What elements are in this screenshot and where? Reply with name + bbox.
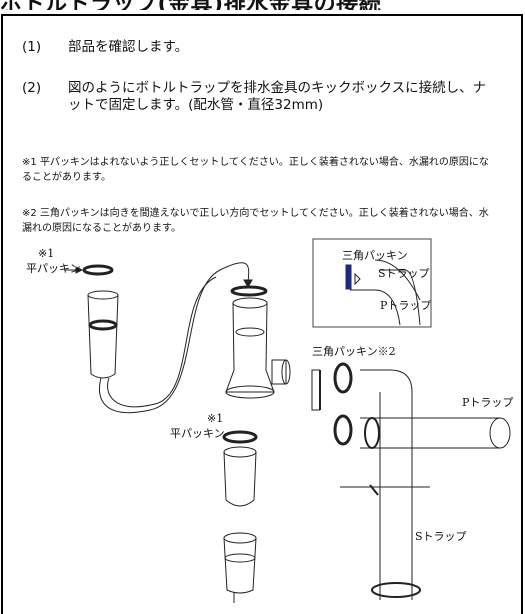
step-text: 部品を確認します。 [68, 39, 189, 55]
triangle-packing-inset-label: 三角パッキン [342, 249, 408, 262]
bottle-trap [222, 285, 291, 603]
s-trap-label: Sトラップ [415, 530, 467, 543]
trap-assembly [311, 362, 511, 600]
step-number: (2) [22, 80, 42, 96]
flat-packing-label-1: 平パッキン [26, 262, 81, 275]
flat-packing-label-2: 平パッキン [170, 427, 225, 440]
step-text: 図のようにボトルトラップを排水金具のキックボックスに接続し、ナットで固定します。… [68, 80, 487, 113]
step-1: (1) 部品を確認します。 [22, 39, 188, 56]
step-2: (2) 図のようにボトルトラップを排水金具のキックボックスに接続し、ナットで固定… [22, 80, 492, 114]
p-trap-label: Pトラップ [462, 396, 514, 409]
flat-packing-mark-1: ※1 [38, 247, 55, 260]
left-tailpiece [87, 262, 253, 414]
page-title: ボトルトラップ(金具)排水金具の接続 [0, 0, 525, 10]
note-triangle-packing: ※2 三角パッキンは向きを間違えないで正しい方向でセットしてください。正しく装着… [22, 208, 489, 234]
s-trap-inset-label: Sトラップ [378, 267, 430, 280]
triangle-packing-label: 三角パッキン※2 [312, 345, 396, 358]
note-flat-packing: ※1 平パッキンはよれないよう正しくセットしてください。正しく装着されない場合、… [22, 157, 489, 183]
flat-packing-mark-2: ※1 [207, 412, 224, 425]
content-frame [1, 14, 523, 614]
left-flat-packing [65, 264, 114, 276]
inset-box [312, 238, 432, 328]
step-number: (1) [22, 39, 42, 55]
p-trap-inset-label: Pトラップ [380, 299, 432, 312]
